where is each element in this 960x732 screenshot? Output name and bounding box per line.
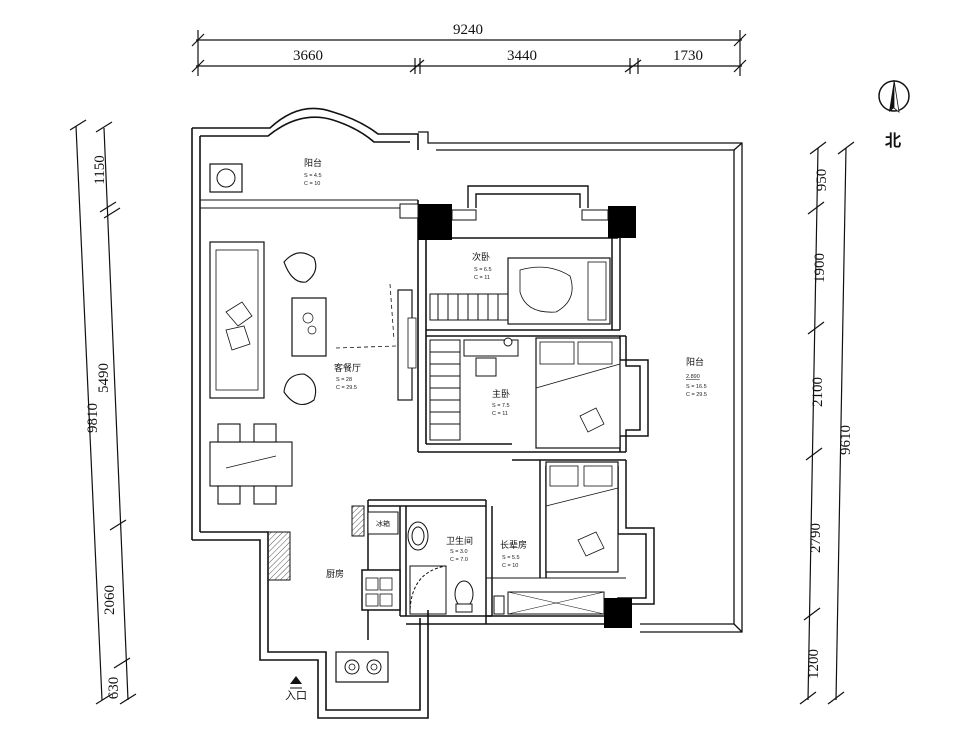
dim-right-3: 2100 — [810, 377, 826, 407]
coffee-table — [291, 297, 327, 357]
room-bathroom: 卫生间 S = 3.0 C = 7.0 — [446, 535, 473, 563]
room-second-bedroom: 次卧 S = 6.5 C = 11 — [472, 251, 492, 281]
room-area: S = 4.5 — [304, 173, 322, 179]
master-desk — [463, 337, 519, 377]
dining-table — [209, 423, 293, 505]
room-level: 2.890 — [686, 374, 700, 380]
room-balcony-east: 阳台 2.890 S = 16.5 C = 29.5 — [686, 356, 707, 398]
armchairs — [283, 252, 317, 406]
dim-left-3: 2060 — [102, 585, 118, 615]
room-perimeter: C = 10 — [304, 181, 320, 187]
room-name: 阳台 — [304, 157, 322, 169]
dim-right-2: 1900 — [812, 253, 828, 283]
service-walls — [361, 499, 493, 640]
room-perimeter: C = 10 — [502, 563, 518, 569]
washing-machine — [209, 163, 243, 193]
dim-left-total: 9810 — [85, 403, 101, 433]
second-bedroom-wardrobe — [429, 293, 511, 321]
room-perimeter: C = 29.5 — [336, 385, 357, 391]
stove — [335, 651, 389, 683]
right-dimensions — [799, 141, 855, 705]
dim-left-4: 630 — [106, 677, 122, 700]
room-name: 厨房 — [326, 568, 344, 580]
master-wardrobe — [429, 339, 461, 441]
elder-wardrobe — [507, 591, 605, 615]
dim-left-1: 1150 — [92, 155, 108, 184]
kitchen-hatch — [267, 505, 365, 581]
second-bedroom-bed — [507, 257, 611, 325]
room-balcony-north: 阳台 S = 4.5 C = 10 — [304, 157, 322, 187]
room-area: S = 16.5 — [686, 384, 707, 390]
elder-bed — [545, 461, 619, 573]
dim-left-2: 5490 — [96, 363, 112, 393]
dim-right-4: 2790 — [808, 523, 824, 553]
east-balcony-outline — [418, 131, 743, 633]
room-living-dining: 客餐厅 S = 28 C = 29.5 — [334, 362, 361, 391]
exterior-walls — [191, 107, 512, 719]
top-dimensions — [191, 30, 747, 76]
entrance-label: 入口 — [285, 689, 307, 702]
room-area: S = 7.5 — [492, 403, 510, 409]
dim-top-left: 3660 — [293, 48, 323, 64]
dim-right-total: 9610 — [838, 425, 854, 455]
room-area: S = 3.0 — [450, 549, 468, 555]
bathroom-fixtures — [407, 521, 505, 615]
north-label: 北 — [885, 131, 901, 150]
dim-top-middle: 3440 — [507, 48, 537, 64]
dim-right-1: 950 — [814, 169, 830, 192]
second-bedroom-bay — [467, 185, 589, 208]
sofa — [209, 241, 265, 399]
tv-cabinet — [397, 289, 417, 401]
left-dimensions — [69, 119, 137, 705]
view-dashed-line — [335, 345, 397, 349]
fridge: 冰箱 — [367, 511, 399, 535]
room-perimeter: C = 11 — [474, 275, 490, 281]
room-area: S = 6.5 — [474, 267, 492, 273]
room-name: 卫生间 — [446, 535, 473, 547]
fridge-label: 冰箱 — [376, 519, 390, 528]
room-elder-room: 长辈房 S = 5.5 C = 10 — [500, 539, 527, 569]
room-name: 次卧 — [472, 251, 490, 263]
north-arrow-icon — [878, 79, 910, 113]
room-area: S = 5.5 — [502, 555, 520, 561]
room-name: 客餐厅 — [334, 362, 361, 374]
room-perimeter: C = 11 — [492, 411, 508, 417]
master-bed — [535, 337, 621, 449]
room-name: 阳台 — [686, 356, 704, 368]
room-kitchen: 厨房 — [326, 568, 344, 580]
room-master-bedroom: 主卧 S = 7.5 C = 11 — [492, 388, 510, 417]
wall-stubs — [399, 203, 609, 221]
dim-top-total: 9240 — [453, 22, 483, 38]
view-dashed-line-2 — [389, 283, 395, 341]
room-name: 主卧 — [492, 388, 510, 400]
room-area: S = 28 — [336, 377, 352, 383]
room-perimeter: C = 29.5 — [686, 392, 707, 398]
dim-right-5: 1200 — [806, 649, 822, 679]
entrance-marker — [290, 676, 302, 689]
room-perimeter: C = 7.0 — [450, 557, 468, 563]
dim-top-right: 1730 — [673, 48, 703, 64]
structural-columns — [418, 204, 636, 628]
room-name: 长辈房 — [500, 539, 527, 551]
